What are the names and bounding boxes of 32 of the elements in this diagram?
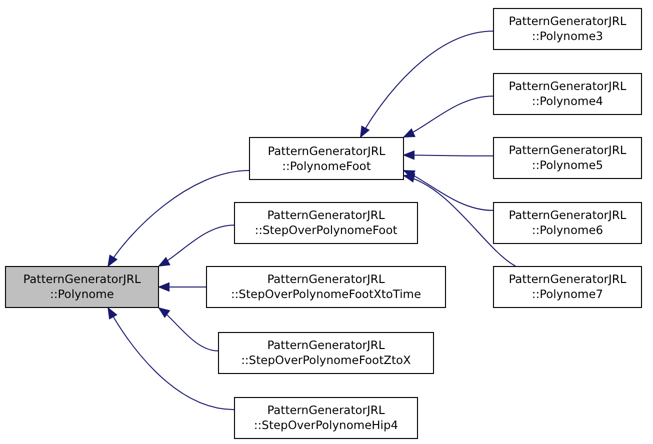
inheritance-arrow: [404, 150, 494, 160]
class-name: PatternGeneratorJRL ::PolynomeFoot: [266, 144, 386, 174]
inheritance-arrow: [158, 308, 218, 352]
class-box: [206, 266, 446, 308]
class-box: [493, 266, 642, 308]
class-box: [234, 202, 418, 244]
class-name: PatternGeneratorJRL ::Polynome6: [508, 208, 628, 238]
class-box: [493, 8, 642, 50]
inheritance-arrow: [158, 282, 206, 292]
inheritance-arrow: [404, 174, 516, 266]
class-name: PatternGeneratorJRL ::StepOverPolynomeFoot: [254, 208, 398, 238]
class-name: PatternGeneratorJRL ::Polynome5: [508, 143, 628, 173]
class-name: PatternGeneratorJRL ::StepOverPolynomeFootZtoX: [240, 338, 412, 368]
class-box: [234, 397, 418, 439]
inheritance-arrow: [108, 308, 234, 410]
class-box: [493, 73, 642, 115]
class-name: PatternGeneratorJRL ::Polynome7: [508, 272, 628, 302]
class-name: PatternGeneratorJRL ::Polynome3: [508, 14, 628, 44]
inheritance-arrow: [360, 30, 494, 138]
class-box: [493, 202, 642, 244]
inheritance-arrow: [404, 96, 494, 138]
class-box: [249, 137, 404, 180]
inheritance-arrow: [404, 170, 494, 211]
class-name: PatternGeneratorJRL ::Polynome4: [508, 79, 628, 109]
class-name: PatternGeneratorJRL ::Polynome: [22, 272, 142, 302]
inheritance-arrow: [158, 224, 234, 266]
class-name: PatternGeneratorJRL ::StepOverPolynomeFootXtoTime: [230, 272, 422, 302]
class-box: [493, 137, 642, 179]
class-name: PatternGeneratorJRL ::StepOverPolynomeHip4: [252, 403, 400, 433]
class-box: [5, 266, 159, 308]
inheritance-arrow: [108, 170, 250, 266]
class-box: [218, 332, 434, 374]
